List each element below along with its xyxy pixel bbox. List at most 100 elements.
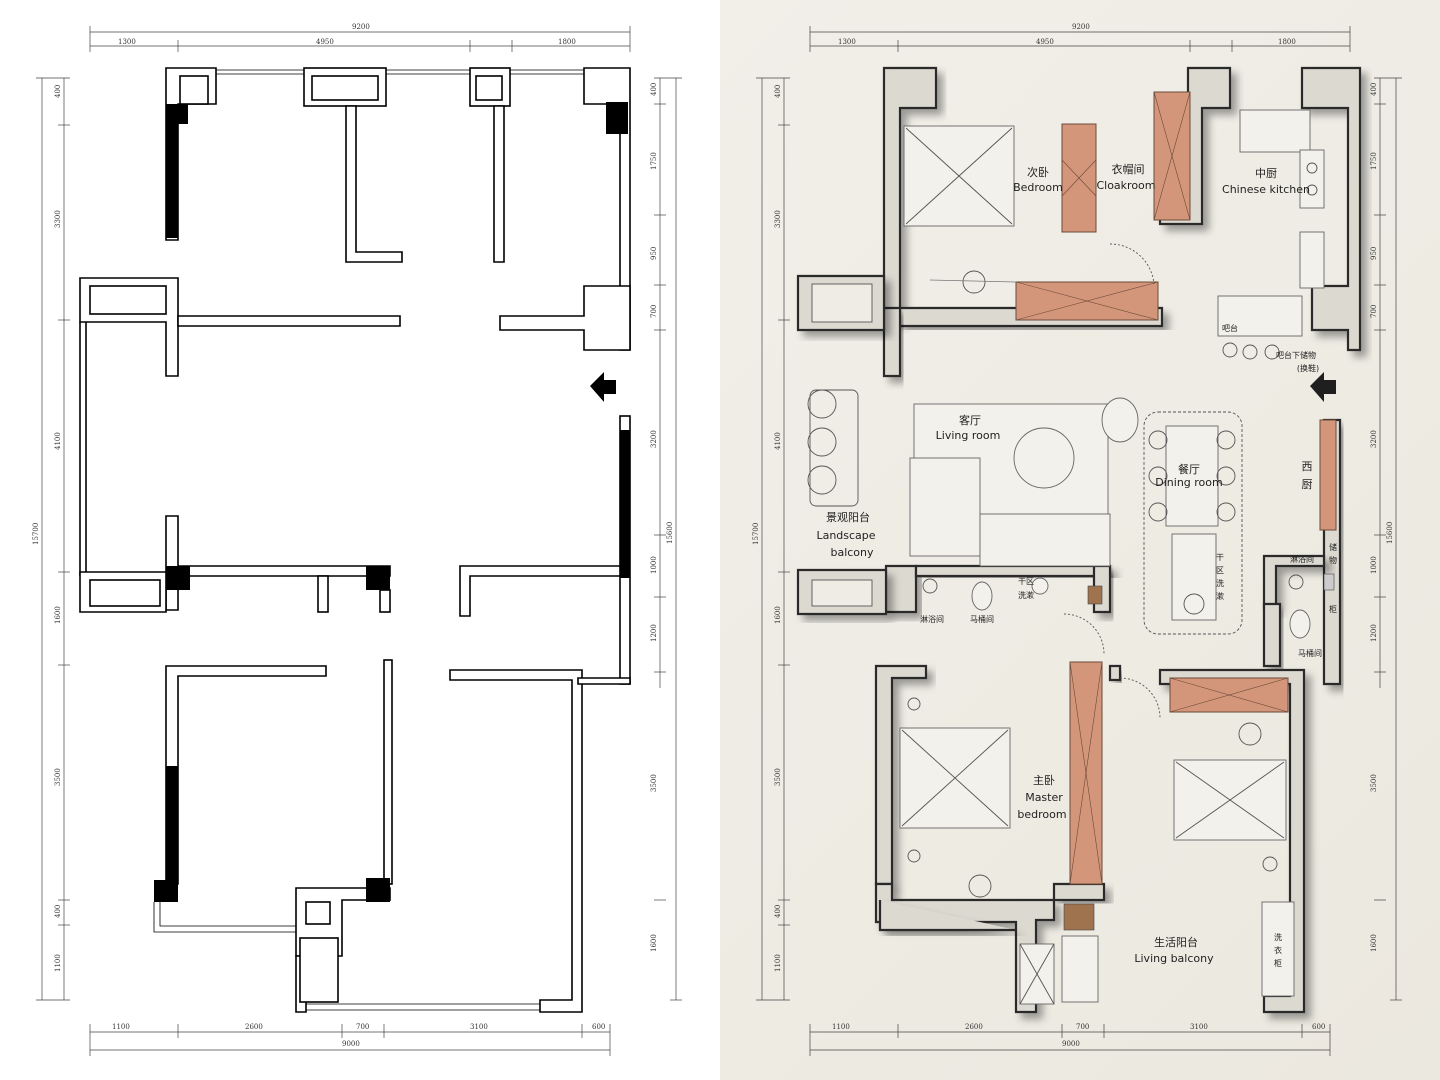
right-dim-2-design: 1750	[1370, 152, 1378, 170]
bar-label: 吧台	[1222, 323, 1238, 333]
left-dim-3-design: 4100	[774, 432, 782, 450]
original-floor-plan: 9200 1300 4950 1800 15700 400 3300 4100 …	[32, 23, 682, 1056]
left-dim-6: 400	[54, 905, 62, 918]
right-dim-4-design: 700	[1370, 305, 1378, 318]
top-dim-3-design: 1800	[1278, 38, 1296, 46]
right-dimensions-design: 400 1750 950 700 3200 1000 1200 15600 35…	[1370, 77, 1402, 1001]
shower-left-label: 淋浴间	[920, 614, 944, 624]
left-total-dim-design: 15700	[752, 523, 760, 545]
bottom-total-dim: 9000	[342, 1040, 360, 1048]
top-dim-2-design: 4950	[1036, 38, 1054, 46]
left-dimensions: 15700 400 3300 4100 1600 3500 400 1100	[32, 77, 70, 1001]
living-balcony-label-cn: 生活阳台	[1154, 935, 1198, 949]
furniture	[807, 109, 1335, 1005]
entrance-arrow-icon	[1310, 372, 1336, 402]
cabinet-right-c3: 柜	[1329, 604, 1337, 614]
room-labels: 次卧 Bedroom 衣帽间 Cloakroom 中厨 Chinese kitc…	[816, 162, 1337, 968]
left-dim-6-design: 400	[774, 905, 782, 918]
toilet-right-label: 马桶间	[1298, 648, 1322, 658]
right-dim-1: 400	[650, 83, 658, 96]
dry-wash-v-3: 洗	[1216, 578, 1224, 588]
toilet-left-label: 马桶间	[970, 614, 994, 624]
dining-room-label-en: Dining room	[1155, 476, 1222, 489]
living-balcony-label-en: Living balcony	[1134, 952, 1214, 965]
bedroom-label-en: Bedroom	[1013, 181, 1063, 194]
right-dim-6: 1000	[650, 556, 658, 574]
living-room-label-cn: 客厅	[959, 413, 981, 427]
dining-room-label-cn: 餐厅	[1178, 462, 1200, 476]
laundry-c1: 洗	[1274, 932, 1282, 942]
master-bedroom-label-en1: Master	[1025, 791, 1063, 804]
left-dim-4: 1600	[54, 606, 62, 624]
bottom-dimensions-design: 1100 2600 700 3100 600 9000	[809, 1023, 1331, 1056]
left-dim-1: 400	[54, 85, 62, 98]
bottom-dim-1-design: 1100	[832, 1023, 850, 1031]
bar-storage-label-2: (换鞋)	[1297, 363, 1319, 373]
right-dim-8: 3500	[650, 774, 658, 792]
bottom-total-dim-design: 9000	[1062, 1040, 1080, 1048]
bottom-dim-3: 700	[356, 1023, 369, 1031]
left-dim-2: 3300	[54, 210, 62, 228]
top-dim-3: 1800	[558, 38, 576, 46]
living-room-label-en: Living room	[936, 429, 1001, 442]
master-bedroom-label-cn: 主卧	[1033, 774, 1055, 787]
top-dim-1: 1300	[118, 38, 136, 46]
original-plan-drawing: 9200 1300 4950 1800 15700 400 3300 4100 …	[32, 23, 682, 1056]
bottom-dimensions: 1100 2600 700 3100 600 9000	[89, 1023, 611, 1056]
bottom-dim-2: 2600	[245, 1023, 263, 1031]
left-total-dim: 15700	[32, 523, 40, 545]
wardrobes	[1015, 91, 1337, 885]
western-kitchen-label-2: 厨	[1302, 478, 1313, 491]
left-dim-5-design: 3500	[774, 768, 782, 786]
kitchen-label-en: Chinese kitchen	[1222, 183, 1310, 196]
landscape-balcony-label-cn: 景观阳台	[826, 510, 870, 524]
laundry-c2: 衣	[1274, 945, 1282, 955]
bottom-dim-1: 1100	[112, 1023, 130, 1031]
cabinet-right-c2: 物	[1329, 555, 1337, 565]
bottom-dim-2-design: 2600	[965, 1023, 983, 1031]
landscape-balcony-label-en2: balcony	[830, 546, 874, 559]
dry-wash-v-1: 干	[1216, 553, 1224, 562]
right-total-dim: 15600	[666, 522, 674, 544]
right-dim-7-design: 1200	[1370, 624, 1378, 642]
western-kitchen-label-1: 西	[1302, 460, 1313, 473]
bottom-dim-4: 3100	[470, 1023, 488, 1031]
right-dim-8-design: 3500	[1370, 774, 1378, 792]
top-dimensions-design: 9200 1300 4950 1800	[809, 23, 1351, 52]
shower-right-label: 淋浴间	[1290, 554, 1314, 564]
right-dim-9: 1600	[650, 934, 658, 952]
kitchen-label-cn: 中厨	[1255, 167, 1277, 180]
right-dim-7: 1200	[650, 624, 658, 642]
right-dim-5: 3200	[650, 430, 658, 448]
designed-plan-drawing: 9200 1300 4950 1800 15700 400 3300 4100 …	[752, 23, 1402, 1056]
bottom-dim-5-design: 600	[1312, 1023, 1325, 1031]
left-dim-4-design: 1600	[774, 606, 782, 624]
master-bedroom-label-en2: bedroom	[1017, 808, 1066, 821]
top-total-dim-design: 9200	[1072, 23, 1090, 31]
original-walls	[79, 67, 631, 1013]
right-dim-4: 700	[650, 305, 658, 318]
top-dim-2: 4950	[316, 38, 334, 46]
right-dim-6-design: 1000	[1370, 556, 1378, 574]
landscape-balcony-label-en1: Landscape	[816, 529, 875, 542]
bottom-dim-3-design: 700	[1076, 1023, 1089, 1031]
bottom-dim-4-design: 3100	[1190, 1023, 1208, 1031]
right-total-dim-design: 15600	[1386, 522, 1394, 544]
top-dim-1-design: 1300	[838, 38, 856, 46]
left-dim-7-design: 1100	[774, 954, 782, 972]
cloakroom-label-cn: 衣帽间	[1112, 162, 1145, 176]
right-dim-9-design: 1600	[1370, 934, 1378, 952]
right-dim-3: 950	[650, 247, 658, 260]
right-dimensions: 400 1750 950 700 3200 1000 1200 15600 35…	[650, 77, 682, 1001]
right-dim-2: 1750	[650, 152, 658, 170]
dry-wash-v-2: 区	[1216, 566, 1224, 575]
dry-wash-label-1: 干区	[1018, 577, 1034, 586]
left-dim-1-design: 400	[774, 85, 782, 98]
dry-wash-v-4: 漱	[1216, 591, 1224, 601]
right-dim-5-design: 3200	[1370, 430, 1378, 448]
laundry-c3: 柜	[1274, 958, 1282, 968]
left-dim-3: 4100	[54, 432, 62, 450]
designed-floor-plan: 9200 1300 4950 1800 15700 400 3300 4100 …	[720, 0, 1440, 1080]
left-dim-7: 1100	[54, 954, 62, 972]
left-dim-5: 3500	[54, 768, 62, 786]
